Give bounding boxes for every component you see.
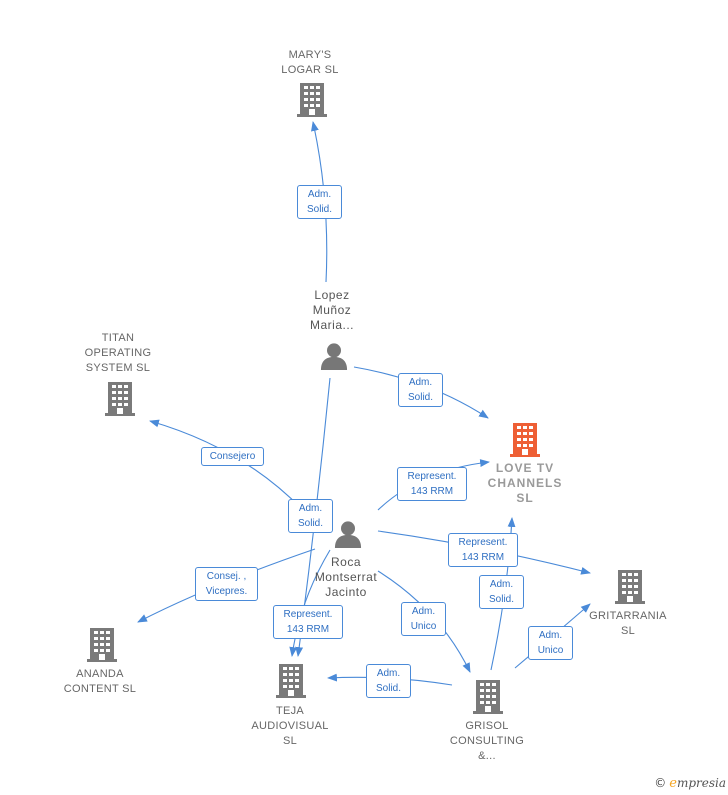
node-label-teja[interactable]: TEJA AUDIOVISUAL SL	[251, 705, 329, 747]
edge-label-lopez-love: Adm. Solid.	[398, 373, 443, 407]
nodes	[87, 83, 645, 714]
building-icon-teja[interactable]	[276, 664, 306, 698]
edge-label-grisol-gritarrania: Adm. Unico	[528, 626, 573, 660]
building-icon-titan[interactable]	[105, 382, 135, 416]
copyright-icon: ©	[654, 776, 667, 790]
empresia-logo-text: mpresia	[676, 776, 726, 790]
edge-label-roca-grisol: Adm. Unico	[401, 602, 446, 636]
edge-label-roca-teja: Represent. 143 RRM	[273, 605, 343, 639]
building-icon-love-tv[interactable]	[510, 423, 540, 457]
edge-roca-teja	[289, 549, 331, 657]
edge-label-roca-ananda: Consej. , Vicepres.	[195, 567, 258, 601]
edge-label-roca-gritarrania: Represent. 143 RRM	[448, 533, 518, 567]
node-label-ananda[interactable]: ANANDA CONTENT SL	[63, 668, 137, 695]
node-label-grisol[interactable]: GRISOL CONSULTING &...	[449, 720, 525, 762]
node-label-love-tv[interactable]: LOVE TV CHANNELS SL	[487, 461, 563, 505]
person-icon-roca[interactable]	[334, 521, 362, 548]
edge-label-grisol-love: Adm. Solid.	[479, 575, 524, 609]
person-icon-lopez[interactable]	[320, 343, 348, 370]
node-label-titan[interactable]: TITAN OPERATING SYSTEM SL	[84, 332, 152, 374]
node-label-gritarrania[interactable]: GRITARRANIA SL	[589, 610, 667, 637]
building-icon-gritarrania[interactable]	[615, 570, 645, 604]
empresia-brand[interactable]: ©empresia	[654, 776, 726, 791]
person-label-roca[interactable]: Roca Montserrat Jacinto	[314, 555, 378, 599]
person-label-lopez[interactable]: Lopez Muñoz Maria...	[309, 288, 354, 332]
building-icon-grisol[interactable]	[473, 680, 503, 714]
building-icon-ananda[interactable]	[87, 628, 117, 662]
empresia-logo-initial: e	[669, 776, 677, 791]
edge-label-lopez-teja: Adm. Solid.	[288, 499, 333, 533]
building-icon-marys-logar[interactable]	[297, 83, 327, 117]
edge-label-lopez-marys: Adm. Solid.	[297, 185, 342, 219]
edge-label-roca-titan: Consejero	[201, 447, 264, 466]
node-label-marys-logar[interactable]: MARY'S LOGAR SL	[281, 49, 339, 76]
edge-label-grisol-teja: Adm. Solid.	[366, 664, 411, 698]
edge-label-roca-love: Represent. 143 RRM	[397, 467, 467, 501]
